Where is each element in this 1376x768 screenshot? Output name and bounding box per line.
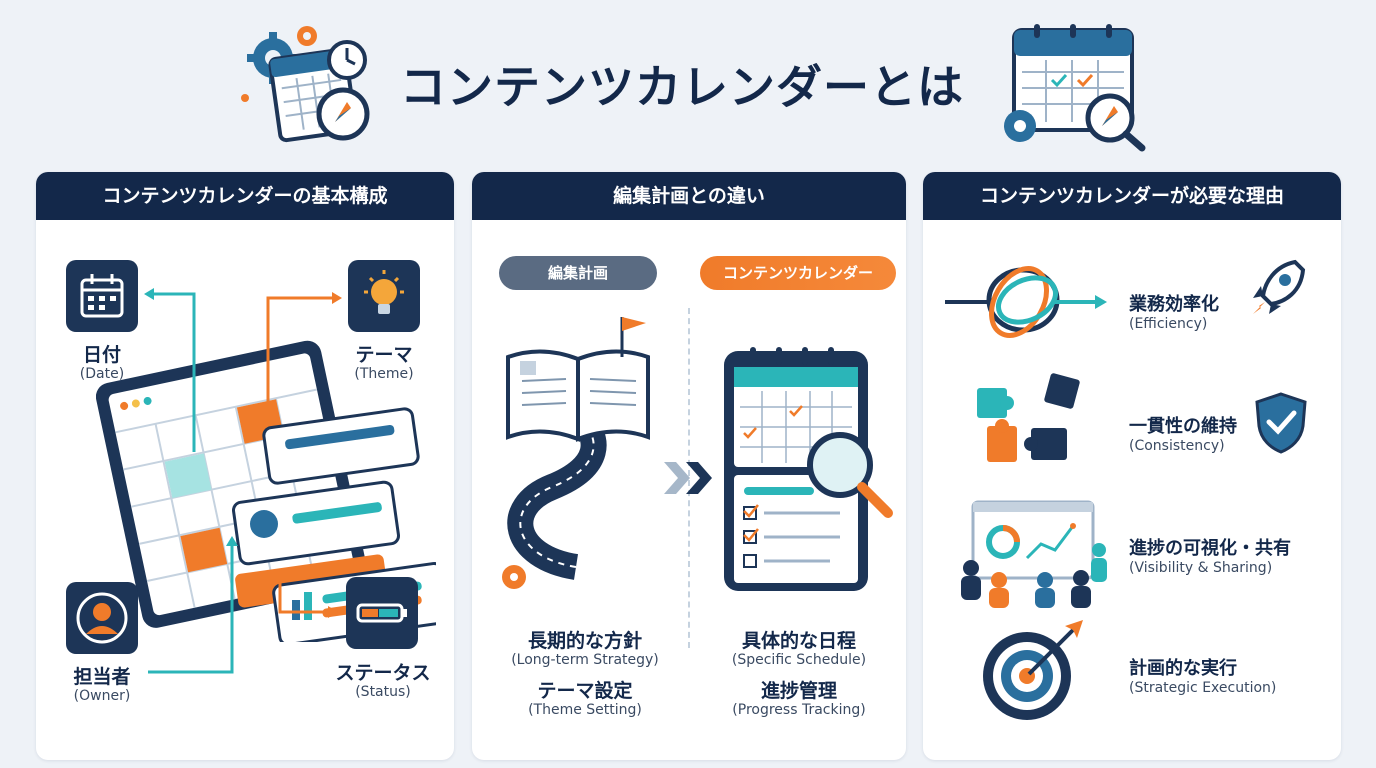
item-label: 長期的な方針 — [527, 630, 642, 652]
reason-sublabel: (Efficiency) — [1129, 316, 1208, 332]
calendar-icon — [80, 274, 124, 318]
theme-tile — [348, 260, 420, 332]
shield-check-icon — [1255, 392, 1307, 454]
panel-header: 編集計画との違い — [472, 172, 906, 220]
person-icon — [76, 592, 128, 644]
chevrons-right-icon — [664, 462, 712, 494]
item-label: ステータス — [335, 662, 431, 684]
item-sublabel: (Owner) — [73, 688, 131, 704]
reason-label: 計画的な実行 — [1129, 658, 1237, 679]
reason-sublabel: (Visibility & Sharing) — [1129, 560, 1273, 576]
panel-header: コンテンツカレンダーが必要な理由 — [923, 172, 1341, 220]
reason-label: 一貫性の維持 — [1129, 416, 1237, 437]
book-road-icon — [502, 317, 650, 589]
item-label: テーマ — [355, 344, 413, 366]
tangle-arrow-icon — [945, 266, 1107, 338]
panel-basic-structure: コンテンツカレンダーの基本構成 — [36, 172, 454, 760]
puzzle-pieces-icon — [977, 373, 1080, 462]
owner-tile — [66, 582, 138, 654]
target-icon — [983, 620, 1083, 720]
item-label: 日付 — [82, 344, 121, 366]
team-dashboard-icon — [961, 500, 1107, 608]
header: コンテンツカレンダーとは — [0, 0, 1376, 165]
editorial-plan-pill: 編集計画 — [499, 256, 657, 290]
calendar-magnifier-icon — [1004, 24, 1146, 152]
content-calendar-pill: コンテンツカレンダー — [700, 256, 896, 290]
item-label: 担当者 — [73, 666, 131, 688]
panel-header: コンテンツカレンダーの基本構成 — [36, 172, 454, 220]
item-sublabel: (Theme Setting) — [528, 702, 642, 718]
item-sublabel: (Theme) — [354, 366, 414, 382]
panel-reasons: コンテンツカレンダーが必要な理由 業務効率化 (Efficiency) 一貫性の… — [923, 172, 1341, 760]
calendar-gear-compass-icon — [241, 26, 370, 143]
status-tile — [346, 577, 418, 649]
item-sublabel: (Date) — [79, 366, 125, 382]
item-label: テーマ設定 — [537, 680, 633, 702]
item-sublabel: (Progress Tracking) — [732, 702, 866, 718]
item-sublabel: (Specific Schedule) — [731, 652, 867, 668]
item-sublabel: (Long-term Strategy) — [511, 652, 659, 668]
calendar-checklist-icon — [724, 347, 893, 591]
item-label: 具体的な日程 — [741, 630, 856, 652]
item-label: 進捗管理 — [760, 680, 837, 702]
lightbulb-icon — [364, 270, 404, 314]
reason-label: 業務効率化 — [1129, 294, 1219, 315]
item-sublabel: (Status) — [355, 684, 411, 700]
date-tile — [66, 260, 138, 332]
rocket-icon — [1253, 259, 1306, 314]
connector-arrows — [144, 288, 342, 674]
reason-sublabel: (Consistency) — [1129, 438, 1225, 454]
calendar-illustration — [96, 340, 436, 642]
reason-label: 進捗の可視化・共有 — [1129, 538, 1291, 559]
reason-sublabel: (Strategic Execution) — [1129, 680, 1277, 696]
panel-difference: 編集計画との違い 編集計画 コンテンツカレンダー — [472, 172, 906, 760]
battery-icon — [356, 603, 407, 623]
page-title: コンテンツカレンダーとは — [400, 60, 964, 114]
